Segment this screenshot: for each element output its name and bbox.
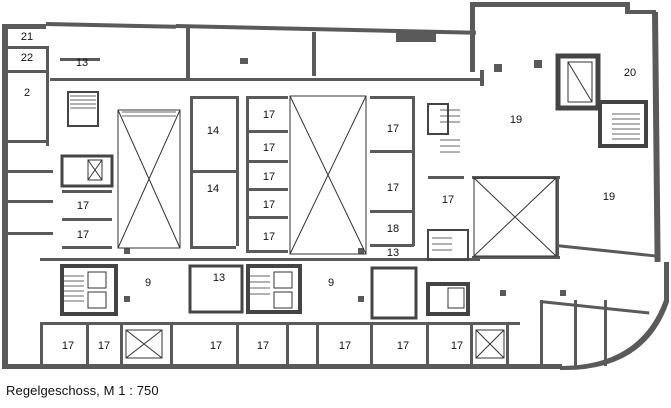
room-label: 2 xyxy=(24,87,30,99)
room-label: 17 xyxy=(263,199,275,211)
room-label: 17 xyxy=(257,340,269,352)
room-label: 19 xyxy=(510,114,522,126)
stairs xyxy=(64,95,640,302)
plan-caption: Regelgeschoss, M 1 : 750 xyxy=(6,383,159,398)
room-label: 17 xyxy=(263,109,275,121)
room-label: 17 xyxy=(451,340,463,352)
room-label: 17 xyxy=(387,182,399,194)
room-label: 13 xyxy=(213,272,225,284)
room-label: 13 xyxy=(76,57,88,69)
room-label: 17 xyxy=(210,340,222,352)
room-label: 17 xyxy=(263,231,275,243)
room-labels: 21 22 2 13 14 14 17 17 17 17 17 17 17 17… xyxy=(21,31,636,352)
room-label: 22 xyxy=(21,52,33,64)
room-label: 20 xyxy=(624,67,636,79)
room-label: 17 xyxy=(387,123,399,135)
room-label: 9 xyxy=(145,277,151,289)
room-label: 17 xyxy=(98,340,110,352)
room-label: 14 xyxy=(207,125,219,137)
room-label: 17 xyxy=(263,142,275,154)
room-label: 21 xyxy=(21,31,33,43)
room-label: 14 xyxy=(207,183,219,195)
room-label: 17 xyxy=(62,340,74,352)
room-label: 17 xyxy=(397,340,409,352)
room-label: 17 xyxy=(263,171,275,183)
walls xyxy=(2,2,669,371)
room-label: 17 xyxy=(77,229,89,241)
room-label: 13 xyxy=(387,247,399,259)
atriums xyxy=(87,61,593,359)
room-label: 17 xyxy=(77,200,89,212)
room-label: 17 xyxy=(442,194,454,206)
room-label: 19 xyxy=(603,191,615,203)
room-label: 9 xyxy=(328,277,334,289)
room-label: 18 xyxy=(387,223,399,235)
room-label: 17 xyxy=(339,340,351,352)
